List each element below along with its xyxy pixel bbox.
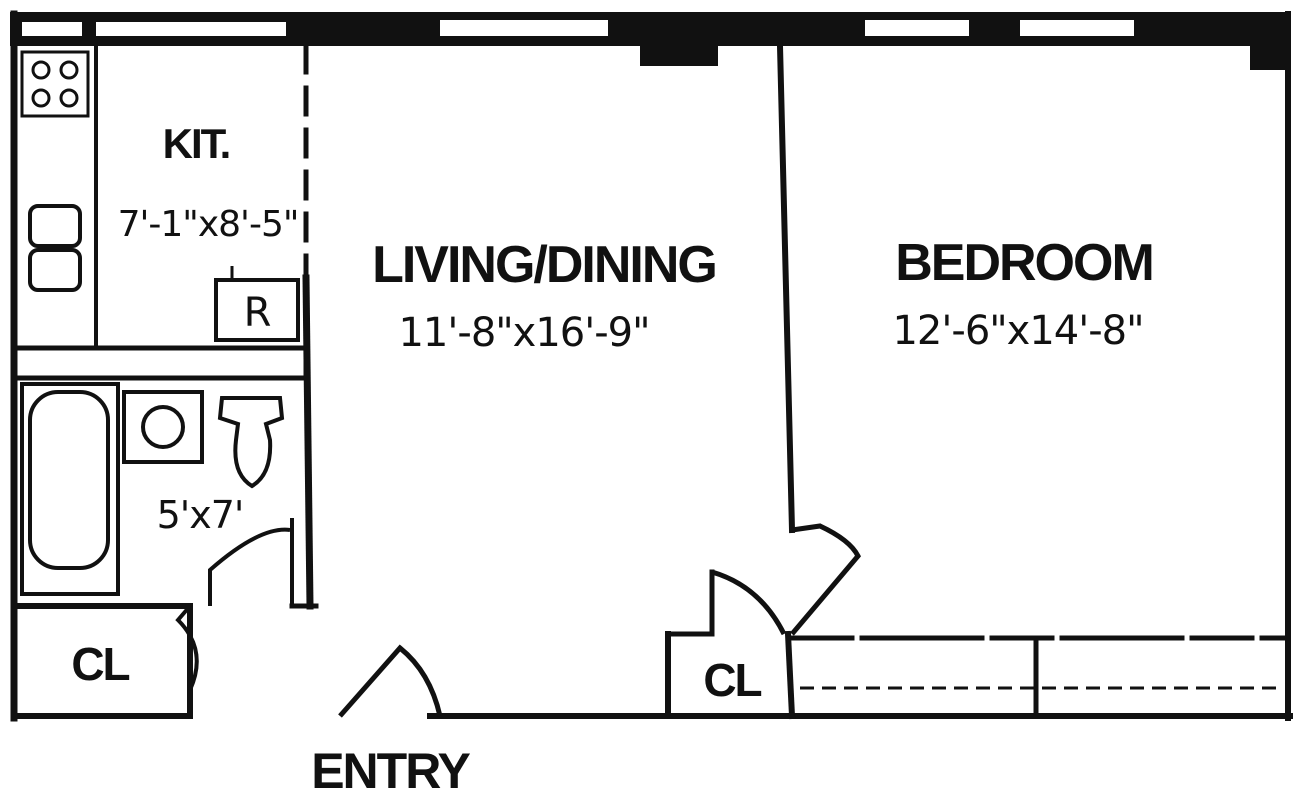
bedroom-door <box>790 523 861 636</box>
stove-icon <box>20 50 90 118</box>
kitchen-size: 7'-1"x8'-5" <box>118 204 299 245</box>
bath-door <box>208 527 291 606</box>
closet-center-label: CL <box>703 654 761 706</box>
window-living-1 <box>96 22 286 36</box>
room-labels: KIT. 7'-1"x8'-5" LIVING/DINING 11'-8"x16… <box>71 120 1154 799</box>
doors <box>175 523 861 718</box>
window-kitchen <box>22 22 82 36</box>
window-bedroom-2 <box>1020 20 1134 36</box>
closet-center-door <box>711 569 787 636</box>
living-dining-size: 11'-8"x16'-9" <box>398 310 649 356</box>
bath-size: 5'x7' <box>157 493 244 537</box>
refrigerator-icon: R <box>214 266 300 342</box>
kitchen-label: KIT. <box>163 120 230 167</box>
bedroom-label: BEDROOM <box>895 234 1153 292</box>
toilet-icon <box>217 396 285 489</box>
outer-walls <box>10 10 1293 722</box>
bath-sink-icon <box>122 390 204 464</box>
closet-left-door <box>175 604 199 691</box>
kitchen-sink-icon <box>28 204 82 292</box>
entry-door <box>338 644 443 718</box>
bedroom-size: 12'-6"x14'-8" <box>892 308 1143 354</box>
living-dining-label: LIVING/DINING <box>372 236 716 294</box>
entry-label: ENTRY <box>311 743 470 799</box>
window-living-2 <box>440 20 608 36</box>
fixtures: R <box>20 50 300 596</box>
window-bedroom-1 <box>865 20 969 36</box>
bathtub-icon <box>20 382 120 596</box>
interior-walls <box>11 42 1291 720</box>
refrigerator-label: R <box>244 290 271 336</box>
closet-left-label: CL <box>71 638 129 690</box>
